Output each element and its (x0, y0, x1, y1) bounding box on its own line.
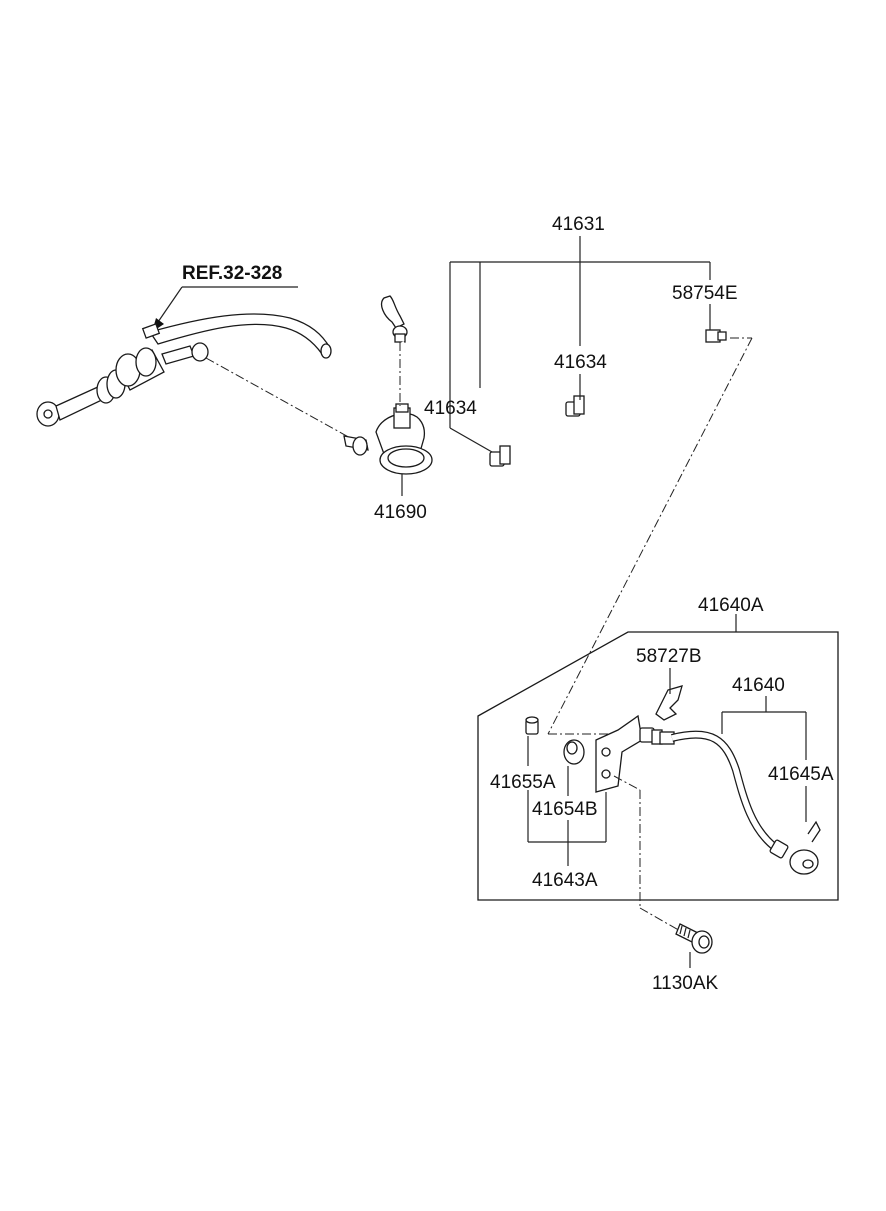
clip-41634-right (565, 395, 585, 417)
clutch-master-cylinder (36, 313, 332, 427)
tube-41631 (400, 334, 709, 474)
label-58754E[interactable]: 58754E (672, 283, 738, 304)
dash-tube-to-hose (547, 337, 753, 735)
label-41655A[interactable]: 41655A (490, 772, 556, 793)
label-41634-right[interactable]: 41634 (554, 352, 607, 373)
assembly-box-41640A (477, 631, 839, 901)
ref-leader (157, 286, 183, 323)
hose-41640-body (671, 731, 778, 851)
label-41690[interactable]: 41690 (374, 502, 427, 523)
hose-end-fitting (769, 839, 819, 875)
label-58727B[interactable]: 58727B (636, 646, 702, 667)
label-41634-left[interactable]: 41634 (424, 398, 477, 419)
dash-master-to-damper (205, 357, 355, 441)
hose-41640 (639, 727, 675, 745)
clip-41645A (807, 820, 821, 843)
bracket-41643A (595, 714, 643, 793)
grommet-41654B (563, 739, 585, 765)
clutch-damper-41690 (343, 403, 433, 475)
bleeder-fitting (380, 295, 408, 343)
label-1130AK[interactable]: 1130AK (652, 973, 719, 994)
clip-41634-left (489, 445, 511, 467)
bolt-1130AK (675, 923, 713, 954)
label-41631[interactable]: 41631 (552, 214, 605, 235)
label-41643A[interactable]: 41643A (532, 870, 598, 891)
clip-58727B (655, 685, 683, 721)
sleeve-41655A (525, 716, 539, 735)
label-41654B[interactable]: 41654B (532, 799, 598, 820)
label-41640A[interactable]: 41640A (698, 595, 764, 616)
ref-label[interactable]: REF.32-328 (182, 263, 282, 284)
label-41640[interactable]: 41640 (732, 675, 785, 696)
label-41645A[interactable]: 41645A (768, 764, 834, 785)
